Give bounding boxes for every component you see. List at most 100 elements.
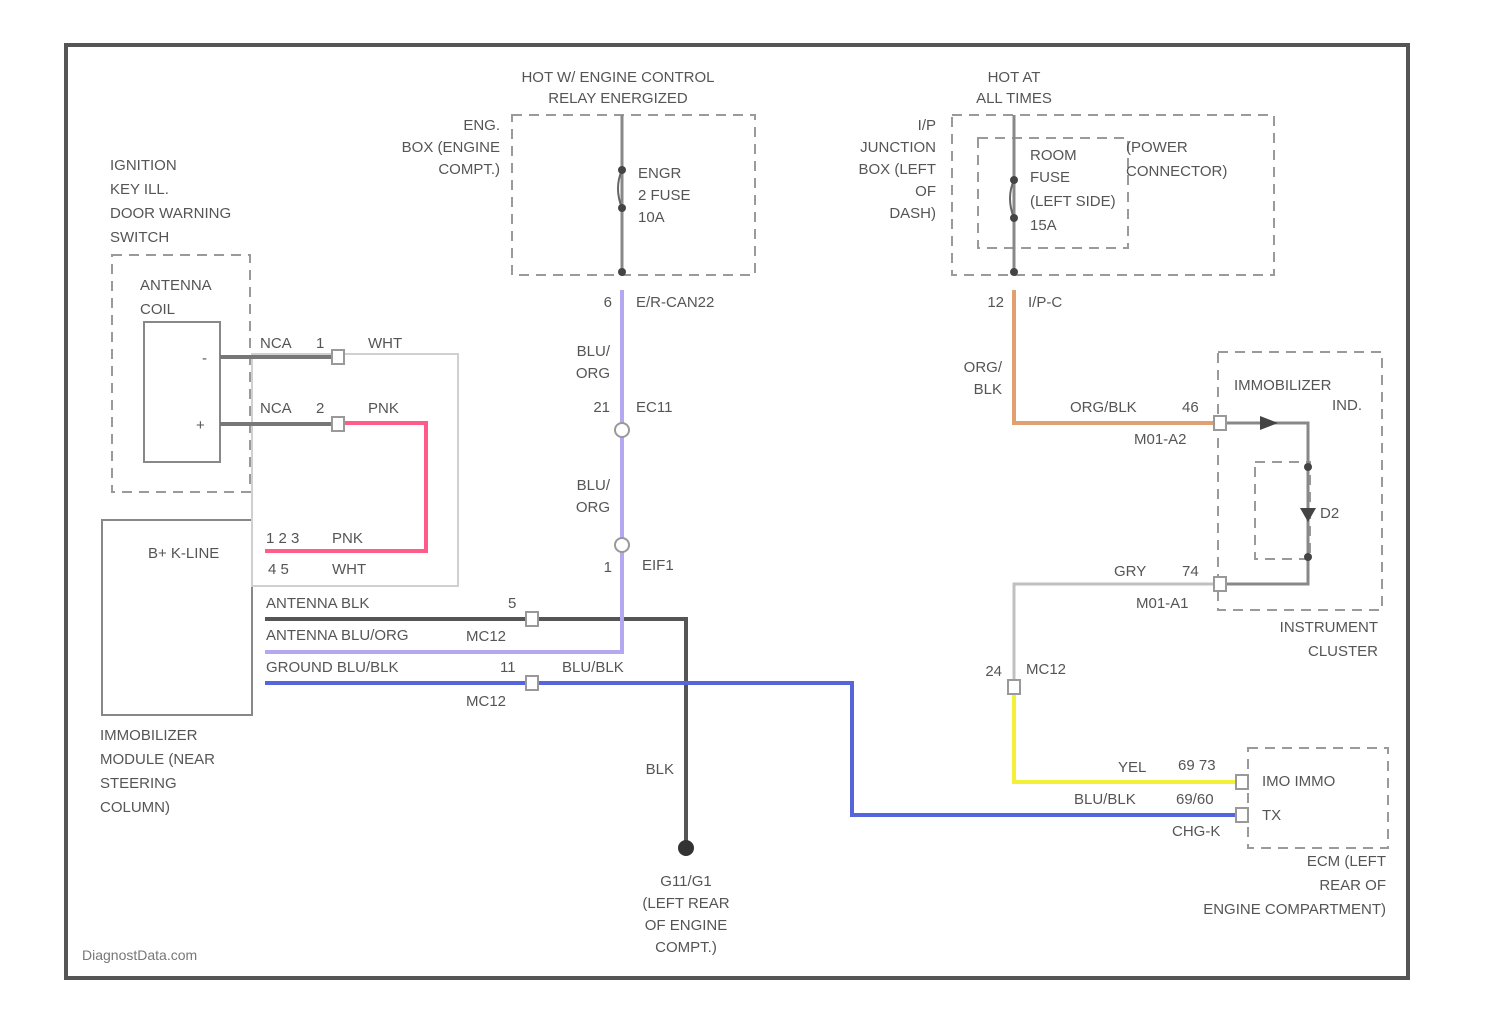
- instrument-cluster-label-1: INSTRUMENT: [1280, 619, 1378, 636]
- diode-icon: [1300, 508, 1316, 522]
- connector-eif1: [615, 538, 629, 552]
- chg-k-label: CHG-K: [1172, 823, 1220, 840]
- connector-pin11: [526, 676, 538, 690]
- connector-nca1: [332, 350, 344, 364]
- junction-dot: [1304, 553, 1312, 561]
- mc12-right-label: MC12: [1026, 661, 1066, 678]
- immobilizer-label-3: STEERING: [100, 775, 177, 792]
- immobilizer-label-2: MODULE (NEAR: [100, 751, 215, 768]
- gry-label: GRY: [1114, 563, 1146, 580]
- immobilizer-label-4: COLUMN): [100, 799, 170, 816]
- blu-blk-wire-label: BLU/BLK: [562, 659, 624, 676]
- engine-relay-heading-1: HOT W/ ENGINE CONTROL: [521, 69, 714, 86]
- engine-box-label-3: COMPT.): [438, 161, 500, 178]
- antenna-coil-label-2: COIL: [140, 301, 175, 318]
- d2-label: D2: [1320, 505, 1339, 522]
- mc12-bottom: MC12: [466, 693, 506, 710]
- room-fuse-label-1: ROOM: [1030, 147, 1077, 164]
- ip-box-label-3: BOX (LEFT: [858, 161, 936, 178]
- ip-c-pin: 12: [987, 294, 1004, 311]
- antenna-minus-sign: -: [202, 350, 207, 367]
- ignition-label-4: SWITCH: [110, 229, 169, 246]
- connector-m01-a1: [1214, 577, 1226, 591]
- connector-ecm-blu: [1236, 808, 1248, 822]
- mc12-top: MC12: [466, 628, 506, 645]
- engine-box-outline: [512, 115, 755, 275]
- e-r-can22-pin: 6: [604, 294, 612, 311]
- e-r-can22-label: E/R-CAN22: [636, 294, 714, 311]
- ground-label-4: COMPT.): [655, 939, 717, 956]
- junction-dot: [1304, 463, 1312, 471]
- ecm-label-1: ECM (LEFT: [1307, 853, 1386, 870]
- room-fuse-label-4: 15A: [1030, 217, 1057, 234]
- ip-box-label-2: JUNCTION: [860, 139, 936, 156]
- watermark: DiagnostData.com: [82, 947, 197, 963]
- nca2-conn: NCA: [260, 400, 292, 417]
- ip-box-label-1: I/P: [918, 117, 936, 134]
- ground-label-3: OF ENGINE: [645, 917, 728, 934]
- ignition-label-1: IGNITION: [110, 157, 177, 174]
- hot-all-times-2: ALL TIMES: [976, 90, 1052, 107]
- nca2-color: PNK: [368, 400, 399, 417]
- m01-a1-label: M01-A1: [1136, 595, 1189, 612]
- hot-all-times-1: HOT AT: [988, 69, 1041, 86]
- instrument-cluster-label-2: CLUSTER: [1308, 643, 1378, 660]
- pnk-pins: 1 2 3: [266, 530, 299, 547]
- pin-11: 11: [500, 659, 516, 676]
- fuse-terminal-dot: [618, 204, 626, 212]
- ground-blu-blk-line: GROUND BLU/BLK: [266, 659, 399, 676]
- junction-dot: [1010, 268, 1018, 276]
- pin-74: 74: [1182, 563, 1199, 580]
- ip-box-label-5: DASH): [889, 205, 936, 222]
- connector-mc12: [1008, 680, 1020, 694]
- engine-relay-heading-2: RELAY ENERGIZED: [548, 90, 688, 107]
- org-blk-label: ORG/BLK: [1070, 399, 1137, 416]
- pin-46: 46: [1182, 399, 1199, 416]
- ec11-label: EC11: [636, 399, 672, 416]
- wht-pins: 4 5: [268, 561, 289, 578]
- fuse-terminal-dot: [1010, 214, 1018, 222]
- nca1-conn: NCA: [260, 335, 292, 352]
- connector-ec11: [615, 423, 629, 437]
- ip-c-label: I/P-C: [1028, 294, 1062, 311]
- org-blk-left-2: BLK: [974, 381, 1002, 398]
- connector-m01-a2: [1214, 416, 1226, 430]
- ip-box-label-4: OF: [915, 183, 936, 200]
- ecm-tx-label: TX: [1262, 807, 1281, 824]
- ec11-pin: 21: [593, 399, 610, 416]
- junction-dot: [618, 268, 626, 276]
- blk-wire-label: BLK: [646, 761, 674, 778]
- mc12-pin-24: 24: [985, 663, 1002, 680]
- fuse-terminal-dot: [1010, 176, 1018, 184]
- ecm-immo-label: IMO IMMO: [1262, 773, 1335, 790]
- ground-label-1: G11/G1: [660, 873, 711, 890]
- antenna-coil: [144, 322, 220, 462]
- ignition-label-2: KEY ILL.: [110, 181, 169, 198]
- antenna-plus-sign: +: [196, 417, 205, 434]
- ecm-label-2: REAR OF: [1319, 877, 1386, 894]
- blu-org-label-1a: BLU/: [577, 343, 611, 360]
- engr-fuse-label-2: 2 FUSE: [638, 187, 691, 204]
- room-fuse-label-2: FUSE: [1030, 169, 1070, 186]
- yel-pins: 69 73: [1178, 757, 1216, 774]
- pnk-color: PNK: [332, 530, 363, 547]
- engine-box-label-2: BOX (ENGINE: [402, 139, 500, 156]
- nca1-pin: 1: [316, 335, 324, 352]
- blu-pins: 69/60: [1176, 791, 1214, 808]
- eif1-pin: 1: [604, 559, 612, 576]
- ecm-label-3: ENGINE COMPARTMENT): [1203, 901, 1386, 918]
- ecm-blu-blk-label: BLU/BLK: [1074, 791, 1136, 808]
- blu-org-label-2b: ORG: [576, 499, 610, 516]
- blu-org-label-1b: ORG: [576, 365, 610, 382]
- eif1-label: EIF1: [642, 557, 674, 574]
- ground-label-2: (LEFT REAR: [642, 895, 729, 912]
- b-k-line-label: B+ K-LINE: [148, 545, 219, 562]
- wht-color: WHT: [332, 561, 366, 578]
- yel-label: YEL: [1118, 759, 1146, 776]
- ground-icon: [678, 840, 694, 856]
- nca1-color: WHT: [368, 335, 402, 352]
- engr-fuse-label-1: ENGR: [638, 165, 682, 182]
- wire-cluster-loop: [1220, 423, 1308, 584]
- room-fuse-label-3: (LEFT SIDE): [1030, 193, 1116, 210]
